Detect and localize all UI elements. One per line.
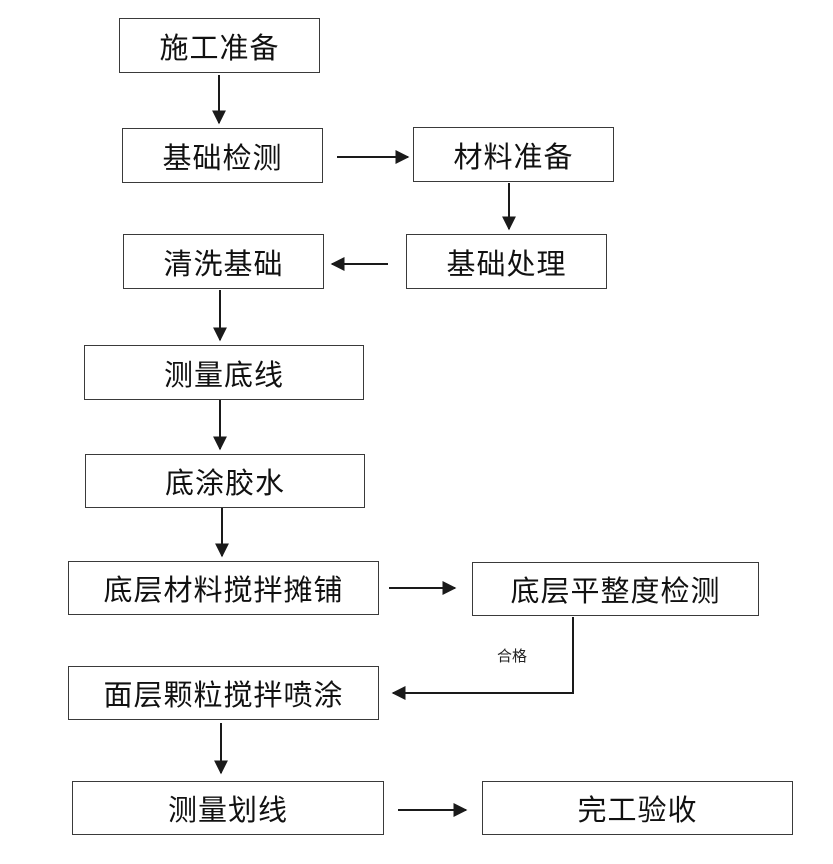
node-base-layer: 底层材料搅拌摊铺 bbox=[68, 561, 379, 615]
node-flatness-check: 底层平整度检测 bbox=[472, 562, 759, 616]
node-measure-base: 测量底线 bbox=[84, 345, 364, 400]
arrow-flatness-check-to-top-layer bbox=[391, 617, 574, 700]
node-complete: 完工验收 bbox=[482, 781, 793, 835]
node-inspect: 基础检测 bbox=[122, 128, 323, 183]
node-mark-lines: 测量划线 bbox=[72, 781, 384, 835]
node-top-layer: 面层颗粒搅拌喷涂 bbox=[68, 666, 379, 720]
node-prep: 施工准备 bbox=[119, 18, 320, 73]
node-clean: 清洗基础 bbox=[123, 234, 324, 289]
node-material-prep: 材料准备 bbox=[413, 127, 614, 182]
node-treat: 基础处理 bbox=[406, 234, 607, 289]
node-primer: 底涂胶水 bbox=[85, 454, 365, 508]
edge-label-pass: 合格 bbox=[497, 647, 528, 665]
